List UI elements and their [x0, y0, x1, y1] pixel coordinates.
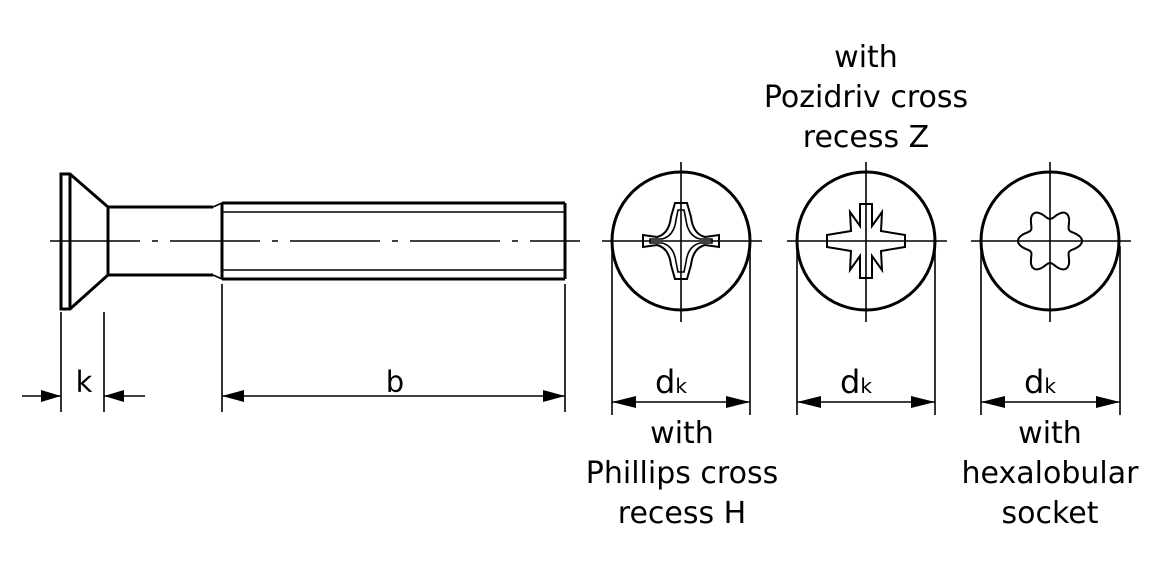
dimension-k: k [22, 312, 145, 412]
hexalobular-caption-line1: with [1018, 416, 1082, 451]
phillips-caption-line2: Phillips cross [586, 456, 778, 491]
k-arrow-right [104, 390, 124, 402]
phillips-recess [642, 202, 720, 280]
pozidriv-recess [826, 203, 906, 279]
pozidriv-dk-arrow-left [797, 396, 821, 408]
pozidriv-caption-line2: Pozidriv cross [764, 80, 968, 115]
phillips-caption-line1: with [650, 416, 714, 451]
hexalobular-dk-arrow-right [1096, 396, 1120, 408]
phillips-caption-line3: recess H [618, 496, 746, 531]
b-label: b [386, 365, 404, 399]
hexalobular-dk-arrow-left [981, 396, 1005, 408]
pozidriv-caption-line3: recess Z [803, 120, 929, 155]
phillips-recess-inner [649, 209, 713, 273]
b-arrow-left [222, 390, 244, 402]
phillips-dk-arrow-right [726, 396, 750, 408]
pozidriv-caption-line1: with [834, 40, 898, 75]
k-label: k [76, 365, 93, 399]
phillips-dk-arrow-left [612, 396, 636, 408]
screw-side-view [50, 172, 580, 311]
hexalobular-caption-line2: hexalobular [962, 456, 1140, 491]
k-arrow-left [41, 390, 61, 402]
hexalobular-socket [1016, 211, 1084, 271]
pozidriv-dk-label: dk [840, 363, 872, 401]
hexalobular-head-view: dk with hexalobular socket [962, 162, 1140, 531]
hexalobular-dk-label: dk [1024, 363, 1056, 401]
phillips-dk-label: dk [655, 363, 687, 401]
pozidriv-head-view: with Pozidriv cross recess Z dk [764, 40, 968, 415]
hexalobular-caption-line3: socket [1001, 496, 1098, 531]
b-arrow-right [543, 390, 565, 402]
dimension-b: b [221, 284, 566, 412]
pozidriv-dk-arrow-right [911, 396, 935, 408]
phillips-head-view: dk with Phillips cross recess H [586, 162, 778, 531]
